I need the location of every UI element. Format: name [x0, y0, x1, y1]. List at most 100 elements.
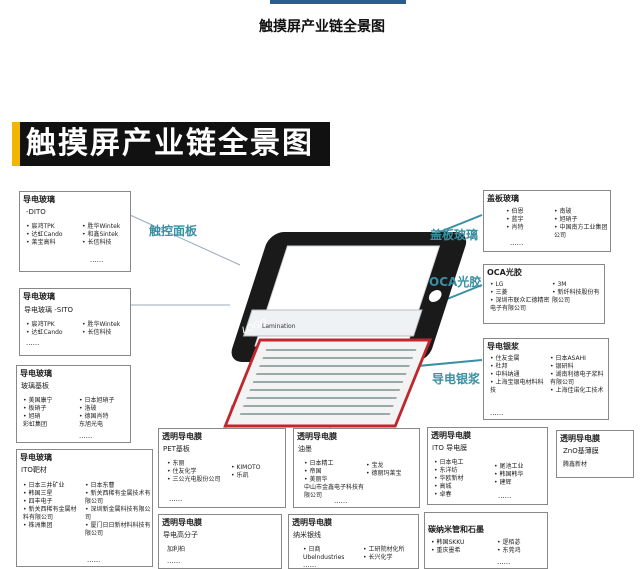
list-item: 新关西稀有金属技术有限公司	[85, 490, 151, 506]
list-item: 中山市金鑫电子科技有限公司	[304, 484, 365, 499]
more-indicator: ......	[497, 558, 511, 566]
sensor-layer	[223, 338, 433, 428]
box-title: 碳纳米管和石墨	[428, 525, 484, 534]
company-list-left: 日本三井矿业 韩国三星 四丰电子 新关西稀有金属材料有限公司 株洲集团	[23, 482, 81, 530]
box-subtitle: 纳米银线	[293, 531, 321, 539]
company-list-right: 胜华Wintek 和鑫Sintek 长信科技	[82, 223, 120, 247]
box-dito: 导电玻璃 -DITO 宸鸿TPK 达虹Cando 莱宝高科 胜华Wintek 和…	[19, 191, 131, 272]
box-title: 导电玻璃	[20, 369, 52, 378]
company-list-left: LG 三菱 深圳市联众汇德精密电子有限公司	[490, 281, 550, 313]
list-item: 日商	[303, 546, 344, 554]
list-item: 长信科技	[82, 329, 120, 337]
box-ito-target: 导电玻璃 ITO靶材 日本三井矿业 韩国三星 四丰电子 新关西稀有金属材料有限公…	[16, 449, 153, 567]
company-list-right: 工研院材化所 长兴化学	[363, 546, 404, 562]
company-list-left: 宸鸿TPK 达虹Cando 莱宝高科	[26, 223, 63, 247]
list-item: 胜华Wintek	[82, 223, 120, 231]
list-item: 东莞鸿	[497, 547, 520, 555]
list-item: 银研科	[550, 363, 608, 371]
box-pet-substrate: 透明导电膜 PET基板 东丽 住友化学 三公光电股份公司 KIMOTO 乐凯 .…	[158, 428, 286, 508]
more-indicator: ......	[334, 497, 348, 505]
list-item: 日本三井矿业	[23, 482, 81, 490]
list-item: 新纤科技股份有限公司	[552, 289, 604, 305]
box-sito: 导电玻璃 导电玻璃 -SITO 宸鸿TPK 达虹Cando 胜华Wintek 长…	[19, 288, 131, 356]
list-item: 宸鸿TPK	[26, 223, 63, 231]
box-subtitle: ITO靶材	[21, 466, 47, 474]
list-item: 德丽玛莱宝	[366, 470, 401, 478]
list-item: 深圳新金属科技有限公司	[85, 506, 151, 522]
more-indicator: ......	[167, 557, 181, 565]
list-item: 深圳市联众汇德精密电子有限公司	[490, 297, 550, 313]
box-nano-silver: 透明导电膜 纳米银线 日商 Ubelndustries 工研院材化所 长兴化学 …	[288, 514, 419, 569]
list-item: 伯恩	[506, 208, 523, 216]
box-title: 透明导电膜	[297, 432, 337, 441]
more-indicator: ......	[169, 495, 183, 503]
company-list-right: 逻栢苾 东莞鸿	[497, 539, 520, 555]
more-indicator: ......	[510, 239, 524, 247]
callout-cover-glass: 盖板玻璃	[430, 228, 479, 242]
callout-touch-panel: 触控面板	[149, 224, 198, 238]
banner-title: 触摸屏产业链全景图	[26, 126, 314, 161]
film-layer	[242, 309, 423, 337]
box-carbon-graphene: 碳纳米管和石墨 韩国SKKU 重庆墨希 逻栢苾 东莞鸿 ......	[424, 512, 548, 569]
company-list-right: 南玻 旭硝子 中国南方工业集团公司	[554, 208, 608, 240]
list-item: 中国南方工业集团公司	[554, 224, 608, 240]
list-item: 长信科技	[82, 239, 120, 247]
list-item: 和鑫Sintek	[82, 231, 120, 239]
list-item: 建辉	[494, 479, 523, 487]
list-item: 卓春	[434, 491, 463, 499]
banner-accent-stripe	[12, 122, 20, 166]
box-oca: OCA光胶 LG 三菱 深圳市联众汇德精密电子有限公司 3M 新纤科技股份有限公…	[483, 264, 605, 324]
callout-oca: OCA光胶	[429, 275, 482, 289]
list-item: 四丰电子	[23, 498, 81, 506]
list-item: 日本旭硝子	[79, 397, 114, 405]
box-subtitle: 油墨	[298, 445, 312, 453]
list-item: 韩国三星	[23, 490, 81, 498]
more-indicator: ......	[26, 339, 40, 347]
list-item: 株洲集团	[23, 522, 81, 530]
box-title: 导电玻璃	[23, 292, 55, 301]
callout-silver-paste: 导电银浆	[432, 372, 481, 386]
list-item: 华欧新材	[434, 475, 463, 483]
box-title: 透明导电膜	[560, 434, 600, 443]
company-list-right: 宝龙 德丽玛莱宝	[366, 462, 401, 478]
list-item: Ubelndustries	[303, 554, 345, 561]
box-silver-paste: 导电银浆 住友金属 杜邦 中科纳通 上海宝银电材料科技 日本ASAHI 银研科 …	[483, 338, 609, 420]
list-item: 南玻	[554, 208, 608, 216]
company-list-right: 3M 新纤科技股份有限公司	[552, 281, 604, 305]
title-banner	[12, 122, 330, 166]
company-list-right: KIMOTO 乐凯	[231, 464, 260, 480]
list-item: KIMOTO	[231, 464, 260, 472]
list-item: 三公光电股份公司	[167, 476, 227, 484]
list-item: 加利柏	[167, 546, 186, 553]
list-item: 乐凯	[231, 472, 260, 480]
box-title: 透明导电膜	[162, 432, 202, 441]
more-indicator: ......	[498, 492, 512, 500]
company-list-left: 日商 Ubelndustries	[303, 546, 344, 562]
box-subtitle: PET基板	[163, 445, 190, 453]
box-title: 导电玻璃	[23, 195, 55, 204]
more-indicator: ......	[490, 409, 504, 417]
box-conductive-polymer: 透明导电膜 导电高分子 加利柏 ......	[158, 514, 282, 569]
list-item: 达虹Cando	[26, 231, 62, 239]
list-item: 日本精工	[304, 460, 364, 468]
list-item: 工研院材化所	[363, 546, 404, 554]
list-item: 3M	[552, 281, 604, 289]
company-list-left: 住友金属 杜邦 中科纳通 上海宝银电材料科技	[490, 355, 548, 395]
list-item: 韩国SKKU	[431, 539, 464, 547]
company-list-left: 腾鑫新材	[563, 461, 587, 469]
box-subtitle: 导电玻璃 -SITO	[24, 306, 74, 314]
list-item: 旭硝子	[554, 216, 608, 224]
list-item: 新关西稀有金属材料有限公司	[23, 506, 81, 522]
company-list-right: 尾池工业 韩国韩华 建辉	[494, 463, 523, 487]
list-item: 板硝子	[23, 405, 52, 413]
lamination-label: Lamination	[262, 323, 296, 330]
list-item: 彩虹集团	[23, 421, 48, 428]
list-item: 住友金属	[490, 355, 548, 363]
list-item: 尾池工业	[494, 463, 523, 471]
list-item: 胜华Wintek	[82, 321, 120, 329]
list-item: 德国肖特	[79, 413, 114, 421]
company-list-left: 美国康宁 板硝子 旭硝 彩虹集团	[23, 397, 52, 429]
box-title: 透明导电膜	[431, 431, 471, 440]
box-cover-glass: 盖板玻璃 伯恩 蓝宇 肖特 南玻 旭硝子 中国南方工业集团公司 ......	[483, 190, 611, 252]
